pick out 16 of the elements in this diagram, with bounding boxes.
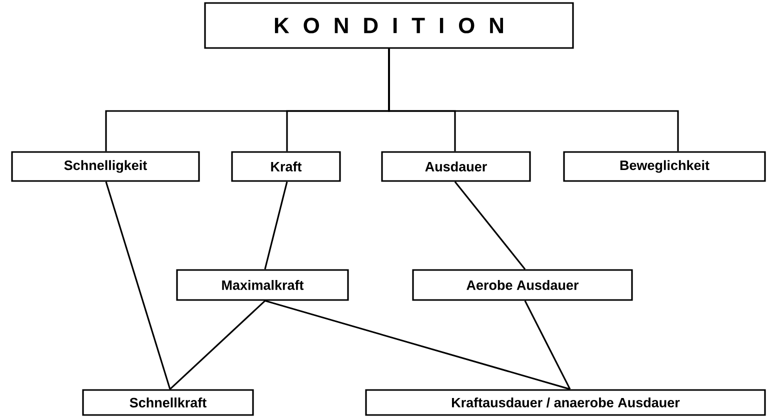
connector-line xyxy=(169,300,266,390)
category-box: Aerobe Ausdauer xyxy=(412,269,633,301)
category-box: Maximalkraft xyxy=(176,269,349,301)
connector-line xyxy=(524,300,571,390)
connector-line xyxy=(388,48,679,152)
category-box: Kraftausdauer / anaerobe Ausdauer xyxy=(365,389,766,416)
connector-line xyxy=(105,182,171,390)
category-box: Beweglichkeit xyxy=(563,151,766,182)
title-box: K O N D I T I O N xyxy=(204,2,574,49)
connector-line xyxy=(264,300,570,390)
category-box: Ausdauer xyxy=(381,151,531,182)
category-box: Schnellkraft xyxy=(82,389,254,416)
category-box: Kraft xyxy=(231,151,341,182)
category-box: Schnelligkeit xyxy=(11,151,200,182)
connector-line xyxy=(454,181,526,270)
connector-line xyxy=(264,182,288,270)
